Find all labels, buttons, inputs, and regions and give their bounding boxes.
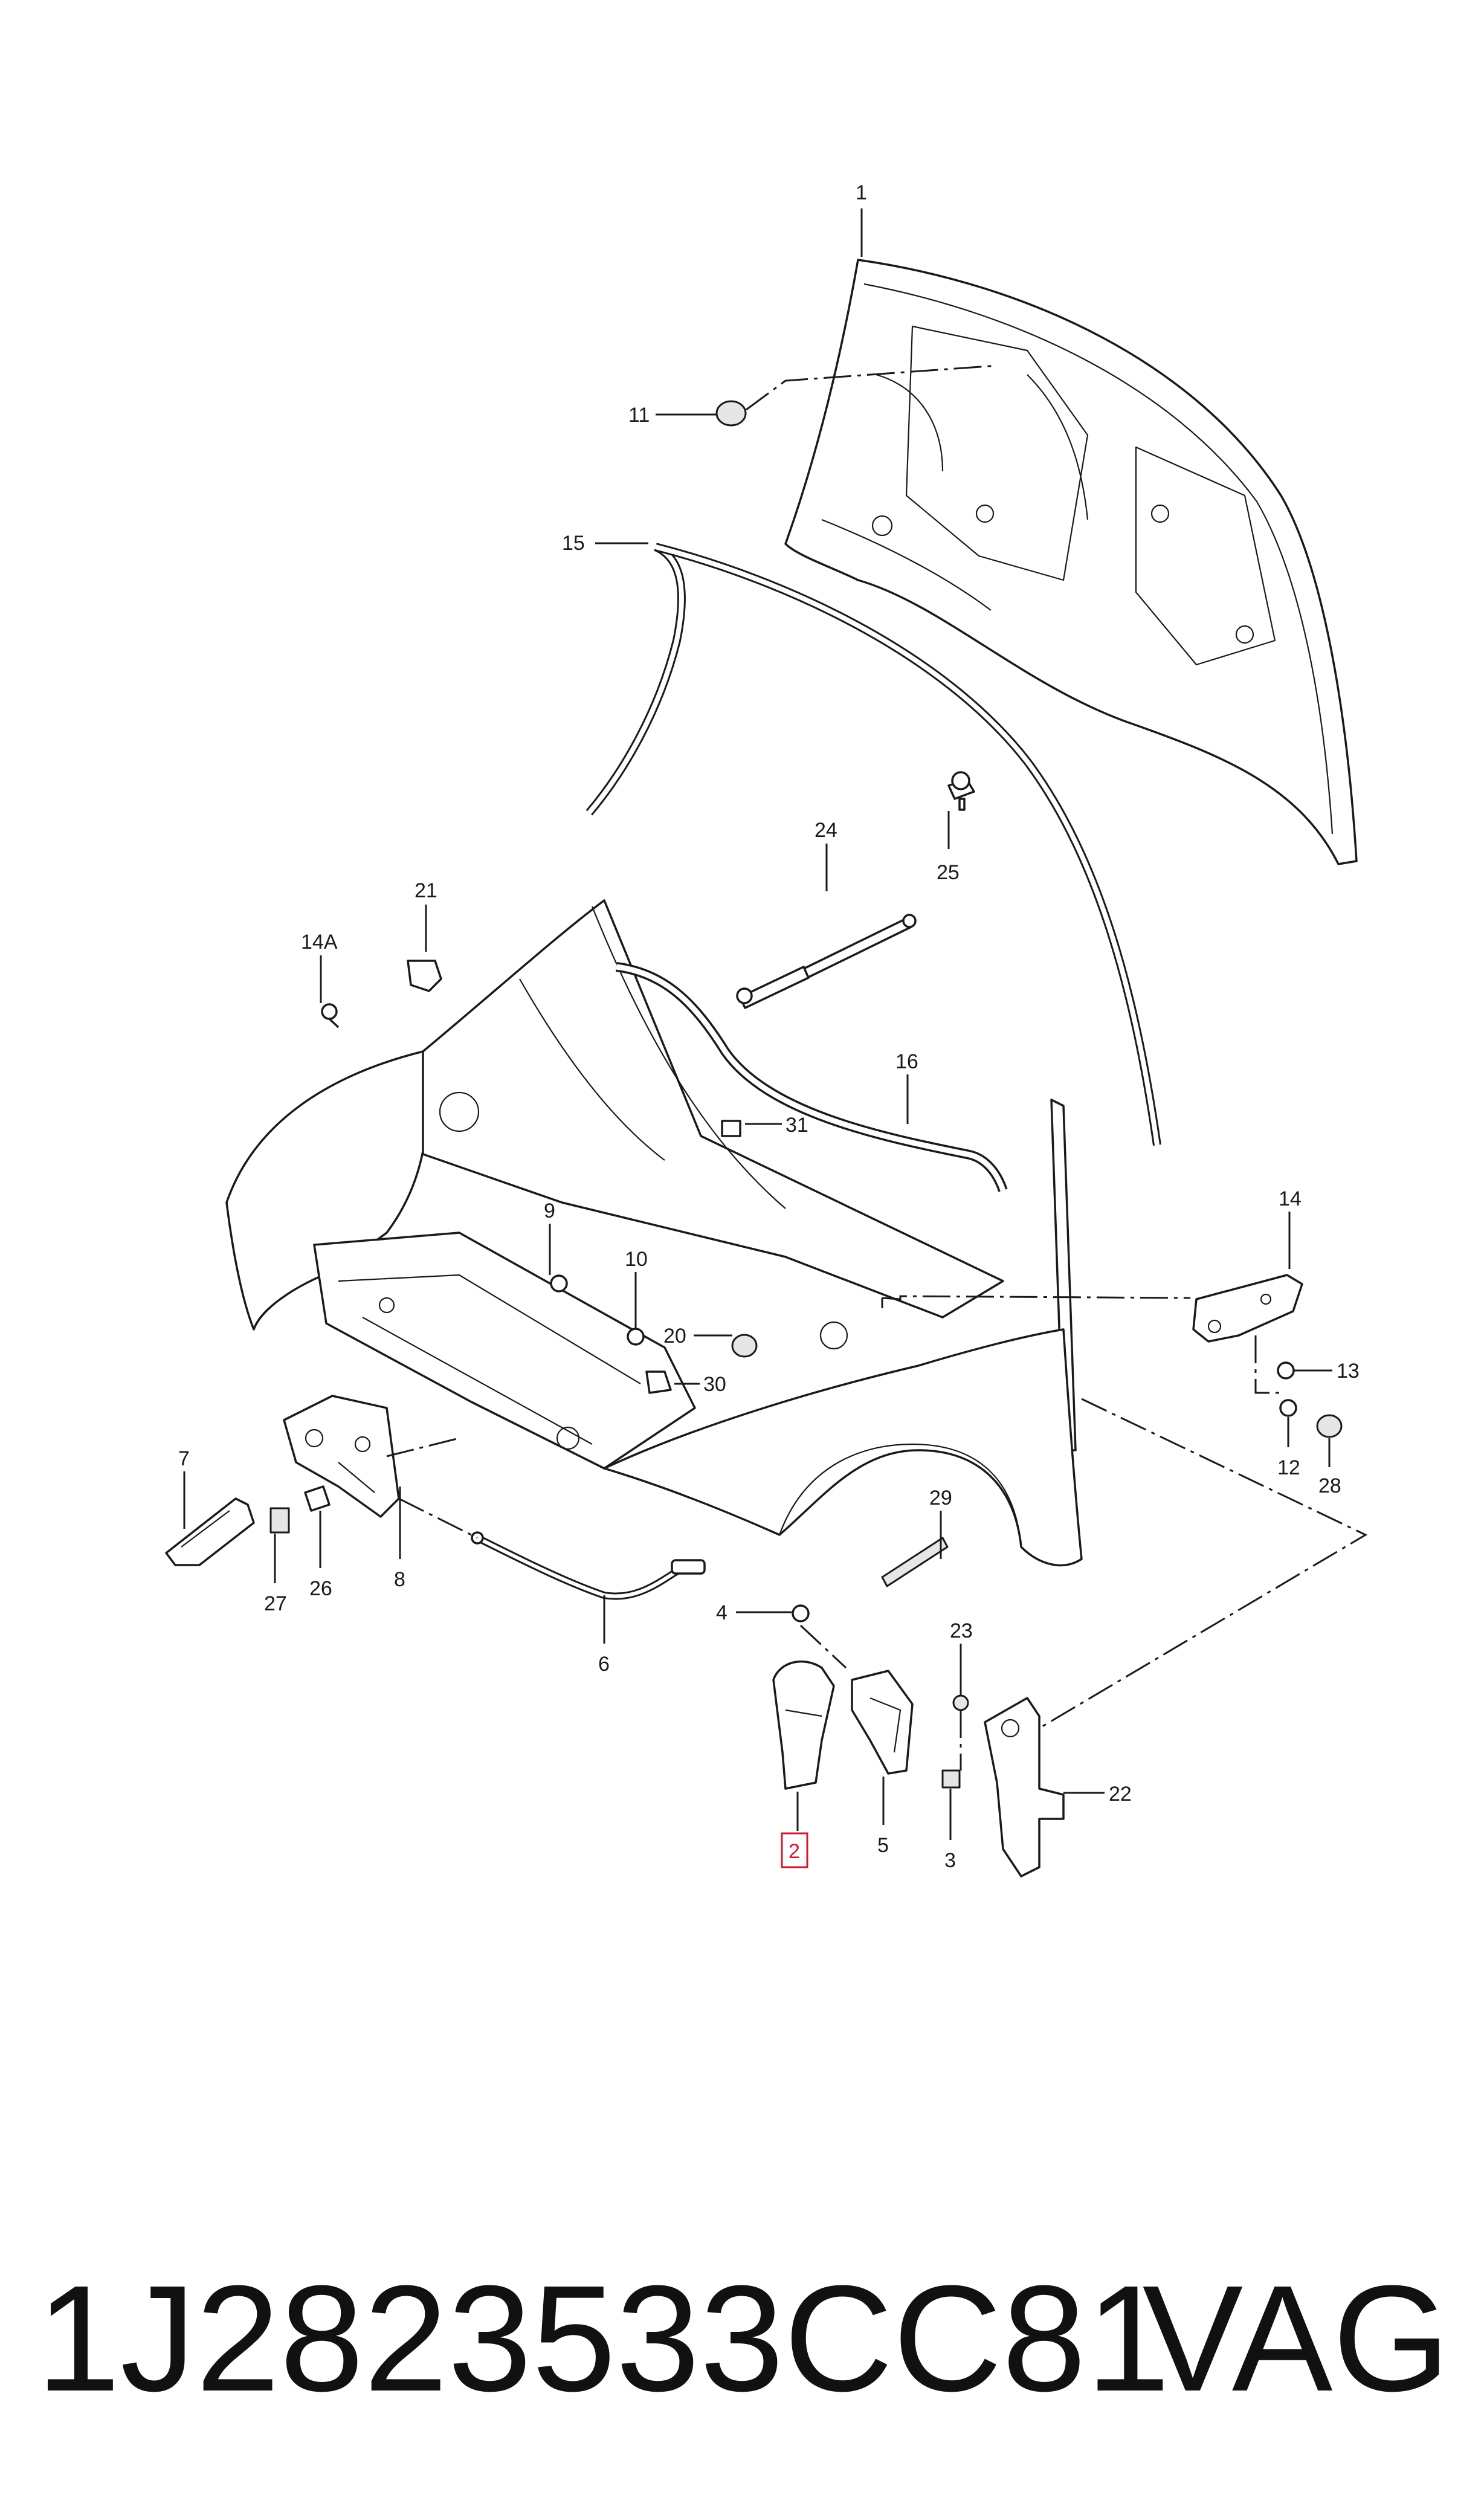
hood-lock bbox=[283, 1395, 400, 1518]
ball-stud bbox=[947, 771, 975, 811]
release-cable bbox=[471, 1531, 706, 1600]
trim-strip bbox=[881, 1537, 949, 1587]
label-14a: 14A bbox=[301, 931, 338, 954]
label-1: 1 bbox=[856, 181, 867, 204]
label-8: 8 bbox=[394, 1568, 405, 1591]
label-10: 10 bbox=[625, 1248, 648, 1271]
highlight-box-2 bbox=[781, 1832, 808, 1868]
label-28: 28 bbox=[1318, 1474, 1341, 1497]
mount-plate bbox=[984, 1697, 1065, 1877]
label-11: 11 bbox=[628, 404, 650, 427]
label-29: 29 bbox=[929, 1487, 952, 1509]
label-3: 3 bbox=[944, 1849, 956, 1872]
lock-bracket bbox=[851, 1670, 914, 1775]
hood-hinge bbox=[1192, 1274, 1303, 1343]
label-23: 23 bbox=[950, 1619, 973, 1642]
hood-panel bbox=[784, 259, 1358, 865]
label-25: 25 bbox=[937, 861, 960, 884]
label-9: 9 bbox=[544, 1199, 555, 1222]
lock-handle bbox=[772, 1660, 835, 1790]
front-body-structure bbox=[225, 899, 1083, 1567]
callout-labels: 1 11 15 24 25 21 14A 16 31 14 9 10 20 30… bbox=[178, 181, 1360, 1872]
clip-26 bbox=[304, 1485, 331, 1512]
label-4: 4 bbox=[716, 1601, 727, 1624]
label-16: 16 bbox=[895, 1050, 918, 1073]
label-31: 31 bbox=[786, 1114, 808, 1137]
label-13: 13 bbox=[1337, 1360, 1360, 1383]
part-number: 1J2823533CC81 bbox=[36, 2254, 1170, 2423]
label-20: 20 bbox=[663, 1325, 686, 1348]
label-6: 6 bbox=[598, 1653, 610, 1676]
label-22: 22 bbox=[1109, 1783, 1132, 1806]
label-5: 5 bbox=[877, 1834, 889, 1857]
leader-lines bbox=[183, 208, 1332, 1840]
footer: 1J2823533CC81 VAG bbox=[36, 2248, 1450, 2429]
label-26: 26 bbox=[309, 1577, 332, 1600]
label-2: 2 bbox=[789, 1840, 800, 1863]
label-27: 27 bbox=[264, 1592, 287, 1615]
gas-strut bbox=[736, 914, 917, 1009]
seal-strip bbox=[615, 962, 1008, 1192]
label-24: 24 bbox=[815, 819, 837, 842]
label-7: 7 bbox=[178, 1447, 190, 1470]
label-14: 14 bbox=[1279, 1187, 1302, 1210]
label-15: 15 bbox=[562, 532, 585, 555]
clip-27 bbox=[269, 1507, 290, 1534]
label-21: 21 bbox=[415, 879, 437, 902]
label-30: 30 bbox=[703, 1373, 726, 1396]
release-lever bbox=[165, 1497, 255, 1566]
hood-seal bbox=[586, 543, 1161, 1146]
brand-name: VAG bbox=[1142, 2254, 1450, 2423]
fasteners bbox=[321, 400, 1343, 1789]
label-12: 12 bbox=[1277, 1456, 1300, 1479]
assembly-lines bbox=[386, 364, 1368, 1771]
